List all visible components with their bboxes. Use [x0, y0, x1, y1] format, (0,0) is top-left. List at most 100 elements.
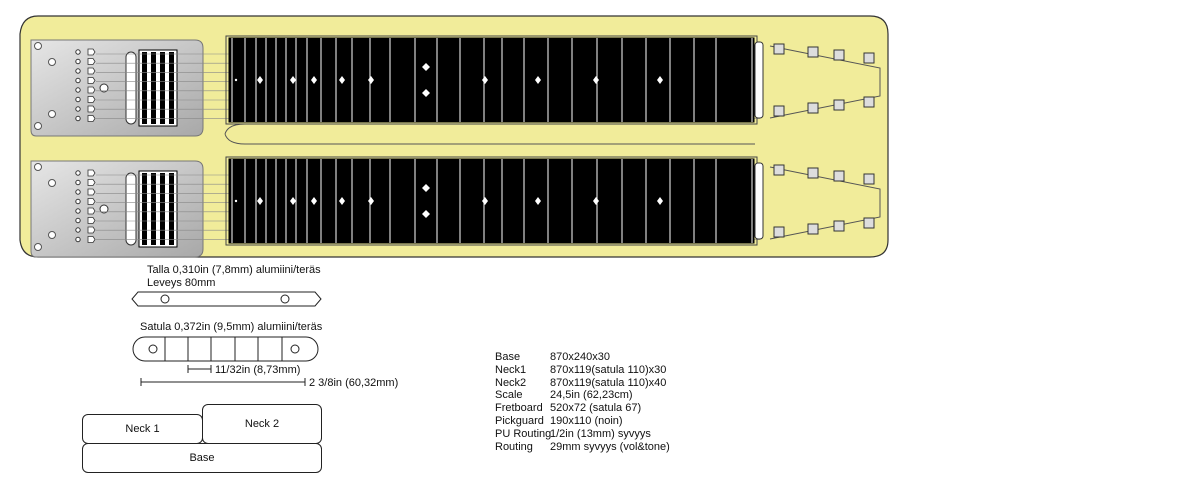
- base-block: Base: [82, 443, 322, 473]
- string-anchor: [75, 217, 81, 224]
- string-saddle: [87, 198, 96, 205]
- tuning-machine-icon: [863, 173, 875, 185]
- bridge-hole: [160, 294, 170, 304]
- string-saddle: [87, 207, 96, 215]
- string-saddle: [87, 115, 96, 122]
- string-anchor: [75, 179, 81, 186]
- inlay-diamond-icon: [657, 197, 663, 205]
- inlay-diamond-icon: [657, 76, 663, 84]
- screw-hole: [48, 58, 56, 66]
- string-saddle: [87, 226, 96, 234]
- nut-part: [132, 336, 319, 386]
- screw-hole: [34, 122, 42, 130]
- string-saddle: [87, 58, 96, 65]
- bridge-width: Leveys 80mm: [147, 277, 216, 289]
- inlay-diamond-icon: [422, 63, 430, 71]
- string-anchor: [75, 115, 81, 122]
- inlay-diamond-icon: [257, 197, 263, 205]
- tuning-machine-icon: [863, 217, 875, 229]
- tuning-machine-icon: [807, 46, 819, 58]
- pickup-pole: [142, 173, 147, 245]
- bridge-hole: [280, 294, 290, 304]
- pickup-pole: [151, 173, 156, 245]
- string-anchor: [75, 106, 81, 112]
- screw-hole: [48, 231, 56, 239]
- string-saddle: [87, 86, 96, 94]
- string-saddle: [87, 188, 96, 196]
- fretboard: [228, 37, 755, 123]
- inlay-diamond-icon: [257, 76, 263, 84]
- string-saddle: [87, 236, 96, 243]
- neck1-block: Neck 1: [82, 414, 203, 444]
- control-hole: [99, 204, 109, 214]
- string-anchor: [75, 87, 81, 93]
- tuning-machine-icon: [807, 223, 819, 235]
- nut: [754, 162, 764, 240]
- tuning-machine-icon: [833, 170, 845, 182]
- inlay-diamond-icon: [535, 76, 541, 84]
- tuning-machine-icon: [773, 164, 785, 176]
- bridge-part: [131, 291, 322, 307]
- string-anchor: [75, 208, 81, 214]
- tuning-machine-icon: [773, 43, 785, 55]
- headstock-outline: [769, 166, 881, 240]
- string-saddle: [87, 48, 96, 56]
- string-saddle: [87, 77, 96, 84]
- nut-title: Satula 0,372in (9,5mm) alumiini/teräs: [140, 321, 323, 333]
- bridge-outline: [131, 291, 322, 307]
- inlay-diamond-icon: [368, 76, 374, 84]
- pickup-pole: [160, 173, 165, 245]
- string-saddle: [87, 179, 96, 186]
- inlay-diamond-icon: [422, 210, 430, 218]
- string-anchor: [75, 198, 81, 205]
- inlay-diamond-icon: [290, 76, 296, 84]
- inlay-dot: [234, 199, 238, 203]
- inlay-diamond-icon: [593, 76, 599, 84]
- nut: [754, 41, 764, 119]
- bridge-title: Talla 0,310in (7,8mm) alumiini/teräs: [147, 264, 321, 276]
- inlay-diamond-icon: [311, 197, 317, 205]
- screw-hole: [34, 163, 42, 171]
- fretboard: [228, 158, 755, 244]
- screw-hole: [48, 179, 56, 187]
- inlay-dot: [234, 78, 238, 82]
- inlay-diamond-icon: [482, 76, 488, 84]
- nut-hole: [148, 344, 158, 354]
- tuning-machine-icon: [833, 49, 845, 61]
- nut-spacing-label: 11/32in (8,73mm): [215, 364, 301, 376]
- nut-span-label: 2 3/8in (60,32mm): [309, 377, 399, 389]
- nut-hole: [290, 344, 300, 354]
- inlay-diamond-icon: [422, 89, 430, 97]
- inlay-diamond-icon: [311, 76, 317, 84]
- control-hole: [99, 83, 109, 93]
- string-anchor: [75, 49, 81, 55]
- string-saddle: [87, 217, 96, 224]
- tuning-machine-icon: [807, 102, 819, 114]
- inlay-diamond-icon: [593, 197, 599, 205]
- neck2-block: Neck 2: [202, 404, 322, 444]
- neck-group: [30, 35, 881, 137]
- pickup-pole: [142, 52, 147, 124]
- pickup-pole: [169, 52, 174, 124]
- string-saddle: [87, 105, 96, 113]
- tuning-machine-icon: [833, 99, 845, 111]
- string-anchor: [75, 236, 81, 243]
- string-saddle: [87, 96, 96, 103]
- inlay-diamond-icon: [535, 197, 541, 205]
- string-saddle: [87, 169, 96, 177]
- headstock-outline: [769, 45, 881, 119]
- neck-group: [30, 156, 881, 258]
- string-anchor: [75, 170, 81, 176]
- tuning-machine-icon: [807, 167, 819, 179]
- inlay-diamond-icon: [339, 76, 345, 84]
- string-anchor: [75, 227, 81, 233]
- inlay-diamond-icon: [368, 197, 374, 205]
- tuning-machine-icon: [863, 96, 875, 108]
- pickup-slot: [125, 172, 137, 246]
- string-anchor: [75, 68, 81, 74]
- tuning-machine-icon: [773, 226, 785, 238]
- screw-hole: [34, 243, 42, 251]
- string-anchor: [75, 189, 81, 195]
- string-anchor: [75, 58, 81, 65]
